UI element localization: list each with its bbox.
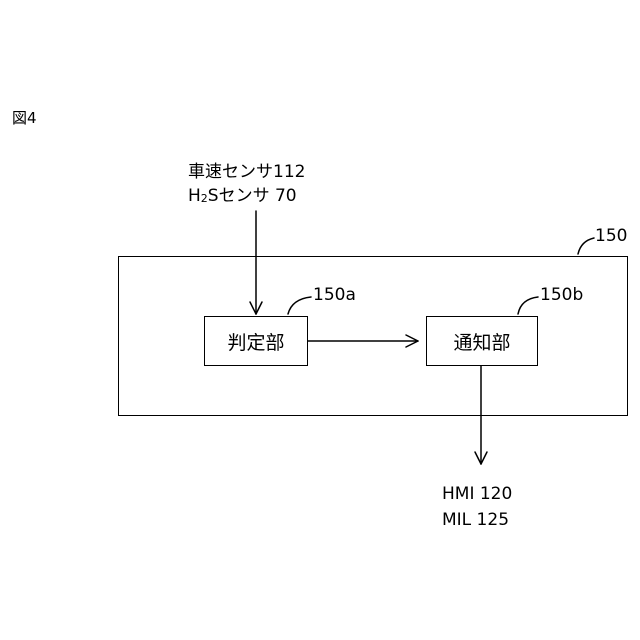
judge-ref-leader: [288, 297, 311, 314]
notify-ref-leader: [518, 297, 538, 314]
controller-ref-leader: [578, 238, 594, 254]
